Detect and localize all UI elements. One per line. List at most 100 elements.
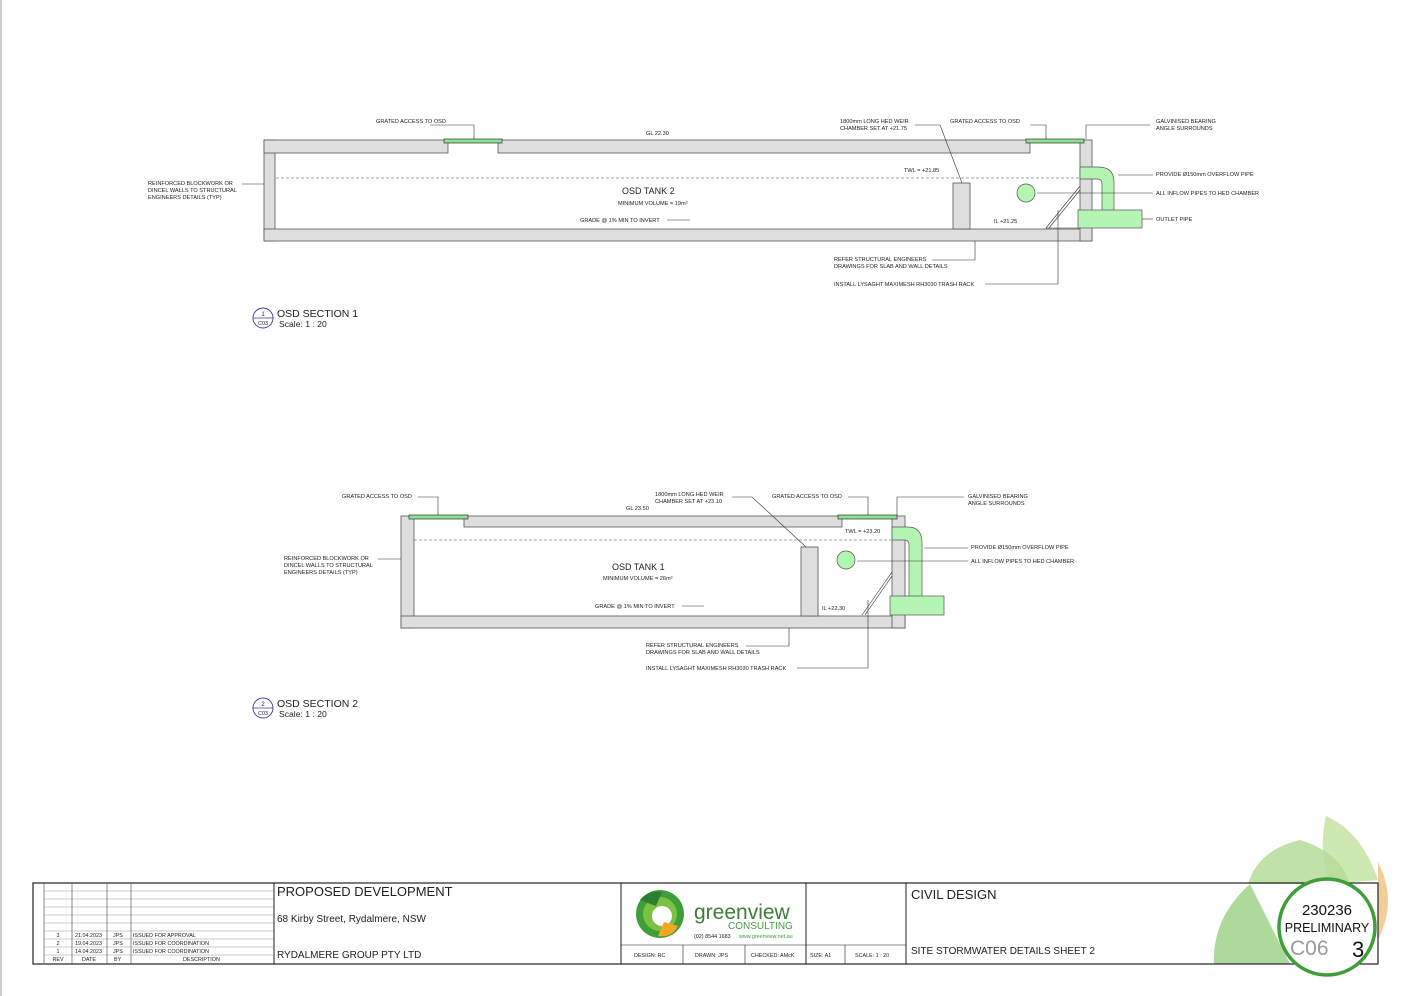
svg-text:3: 3 bbox=[57, 933, 60, 939]
min-volume: MINIMUM VOLUME = 26m³ bbox=[603, 576, 673, 582]
osd-section-2: GRATED ACCESS TO OSD 1800mm LONG HED WEI… bbox=[252, 492, 1074, 719]
label-trash-rack: INSTALL LYSAGHT MAXIMESH RH3030 TRASH RA… bbox=[834, 282, 974, 288]
svg-text:14.04.2023: 14.04.2023 bbox=[75, 949, 102, 955]
preliminary-stamp: 230236 PRELIMINARY C06 3 bbox=[1277, 877, 1377, 977]
revision-row: 1 14.04.2023 JPS ISSUED FOR COORDINATION bbox=[57, 949, 210, 955]
drawing-scale: SCALE: 1 : 20 bbox=[855, 953, 889, 959]
inflow-pipe bbox=[836, 550, 856, 570]
col-rev: REV bbox=[52, 957, 63, 963]
grated-access-right bbox=[1025, 138, 1085, 144]
revision-row: 2 19.04.2023 JPS ISSUED FOR COORDINATION bbox=[57, 941, 210, 947]
svg-text:JPS: JPS bbox=[113, 933, 123, 939]
section-bubble: 1 C03 bbox=[252, 307, 274, 329]
company-name: greenview bbox=[694, 901, 791, 924]
decorative-leaf-graphic bbox=[1213, 816, 1388, 964]
tank-name: OSD TANK 2 bbox=[622, 186, 675, 196]
svg-text:JPS: JPS bbox=[113, 941, 123, 947]
label-refer-1: REFER STRUCTURAL ENGINEERS bbox=[834, 257, 927, 263]
label-outlet: OUTLET PIPE bbox=[1156, 217, 1193, 223]
bubble-sheet: C03 bbox=[258, 711, 268, 717]
drawing-number: C06 bbox=[1290, 937, 1329, 960]
col-date: DATE bbox=[82, 957, 96, 963]
contact-phone: (02) 8544 1683 bbox=[694, 934, 731, 940]
bubble-number: 2 bbox=[261, 702, 265, 708]
checked-by: CHECKED: AMcK bbox=[751, 953, 795, 959]
label-walls-3: ENGINEERS DETAILS (TYP) bbox=[284, 570, 358, 576]
bubble-sheet: C03 bbox=[258, 321, 268, 327]
min-volume: MINIMUM VOLUME = 19m³ bbox=[618, 201, 688, 207]
title-block: 3 21.04.2023 JPS ISSUED FOR APPROVAL 2 1… bbox=[32, 877, 1379, 977]
osd-section-1: GRATED ACCESS TO OSD GL 22.30 1800mm LON… bbox=[148, 119, 1259, 329]
label-ground-level: GL 23.50 bbox=[626, 506, 649, 512]
label-grated-access-left: GRATED ACCESS TO OSD bbox=[342, 494, 412, 500]
svg-text:1: 1 bbox=[57, 949, 60, 955]
drawing-title: SITE STORMWATER DETAILS SHEET 2 bbox=[911, 946, 1095, 957]
svg-text:ISSUED FOR APPROVAL: ISSUED FOR APPROVAL bbox=[133, 933, 196, 939]
label-twl: TWL = +23.20 bbox=[845, 529, 880, 535]
label-bearing-1: GALVINISED BEARING bbox=[968, 494, 1028, 500]
label-twl: TWL = +21.85 bbox=[904, 168, 939, 174]
label-grade: GRADE @ 1% MIN TO INVERT bbox=[595, 604, 675, 610]
label-weir-1: 1800mm LONG HED WEIR bbox=[840, 119, 909, 125]
label-walls-1: REINFORCED BLOCKWORK OR bbox=[148, 181, 233, 187]
label-ground-level: GL 22.30 bbox=[646, 131, 669, 137]
discipline: CIVIL DESIGN bbox=[911, 887, 996, 902]
sheet-size: SIZE: A1 bbox=[810, 953, 831, 959]
label-grade: GRADE @ 1% MIN TO INVERT bbox=[580, 218, 660, 224]
label-refer-2: DRAWINGS FOR SLAB AND WALL DETAILS bbox=[834, 264, 948, 270]
company-sub: CONSULTING bbox=[728, 921, 793, 932]
grated-access-right bbox=[837, 514, 898, 520]
revision-number: 3 bbox=[1352, 937, 1364, 962]
label-weir-2: CHAMBER SET AT +23.10 bbox=[655, 499, 722, 505]
section-title: OSD SECTION 1 bbox=[277, 308, 358, 320]
greenview-logo-icon bbox=[636, 890, 684, 938]
label-weir-2: CHAMBER SET AT +21.75 bbox=[840, 126, 907, 132]
grated-access-left bbox=[408, 514, 469, 520]
svg-text:JPS: JPS bbox=[113, 949, 123, 955]
col-by: BY bbox=[114, 957, 122, 963]
tank-walls bbox=[263, 139, 1093, 242]
contact-web: www.greenview.net.au bbox=[738, 934, 793, 940]
label-il: IL +21.25 bbox=[994, 219, 1017, 225]
label-inflow: ALL INFLOW PIPES TO HED CHAMBER bbox=[1156, 191, 1259, 197]
label-overflow: PROVIDE Ø150mm OVERFLOW PIPE bbox=[1156, 172, 1254, 178]
svg-text:19.04.2023: 19.04.2023 bbox=[75, 941, 102, 947]
label-walls-2: DINCEL WALLS TO STRUCTURAL bbox=[284, 563, 373, 569]
label-grated-access-right: GRATED ACCESS TO OSD bbox=[950, 119, 1020, 125]
label-il: IL +22.30 bbox=[822, 606, 845, 612]
section-scale: Scale: 1 : 20 bbox=[279, 709, 327, 719]
tank-name: OSD TANK 1 bbox=[612, 562, 665, 572]
label-overflow: PROVIDE Ø150mm OVERFLOW PIPE bbox=[971, 545, 1069, 551]
label-walls-1: REINFORCED BLOCKWORK OR bbox=[284, 556, 369, 562]
job-number: 230236 bbox=[1302, 902, 1352, 919]
svg-text:ISSUED FOR COORDINATION: ISSUED FOR COORDINATION bbox=[133, 949, 209, 955]
bubble-number: 1 bbox=[261, 312, 265, 318]
svg-text:21.04.2023: 21.04.2023 bbox=[75, 933, 102, 939]
design-by: DESIGN: RC bbox=[634, 953, 666, 959]
revision-row: 3 21.04.2023 JPS ISSUED FOR APPROVAL bbox=[57, 933, 196, 939]
label-bearing-2: ANGLE SURROUNDS bbox=[1156, 126, 1213, 132]
outlet-pipe bbox=[1077, 209, 1143, 229]
label-refer-2: DRAWINGS FOR SLAB AND WALL DETAILS bbox=[646, 650, 760, 656]
svg-text:2: 2 bbox=[57, 941, 60, 947]
drawn-by: DRAWN: JPS bbox=[695, 953, 728, 959]
section-bubble: 2 C03 bbox=[252, 697, 274, 719]
grated-access-left bbox=[443, 138, 503, 144]
label-grated-access-right: GRATED ACCESS TO OSD bbox=[772, 494, 842, 500]
label-walls-3: ENGINEERS DETAILS (TYP) bbox=[148, 195, 222, 201]
label-refer-1: REFER STRUCTURAL ENGINEERS bbox=[646, 643, 739, 649]
outlet-pipe bbox=[889, 595, 945, 616]
client-name: RYDALMERE GROUP PTY LTD bbox=[277, 950, 421, 961]
section-title: OSD SECTION 2 bbox=[277, 698, 358, 710]
label-bearing-1: GALVINISED BEARING bbox=[1156, 119, 1216, 125]
status-label: PRELIMINARY bbox=[1285, 921, 1370, 935]
project-address: 68 Kirby Street, Rydalmere, NSW bbox=[277, 914, 426, 925]
section-scale: Scale: 1 : 20 bbox=[279, 319, 327, 329]
label-grated-access-left: GRATED ACCESS TO OSD bbox=[376, 119, 446, 125]
project-name: PROPOSED DEVELOPMENT bbox=[277, 884, 453, 899]
label-bearing-2: ANGLE SURROUNDS bbox=[968, 501, 1025, 507]
label-trash-rack: INSTALL LYSAGHT MAXIMESH RH3030 TRASH RA… bbox=[646, 666, 786, 672]
label-inflow: ALL INFLOW PIPES TO HED CHAMBER bbox=[971, 559, 1074, 565]
label-weir-1: 1800mm LONG HED WEIR bbox=[655, 492, 724, 498]
